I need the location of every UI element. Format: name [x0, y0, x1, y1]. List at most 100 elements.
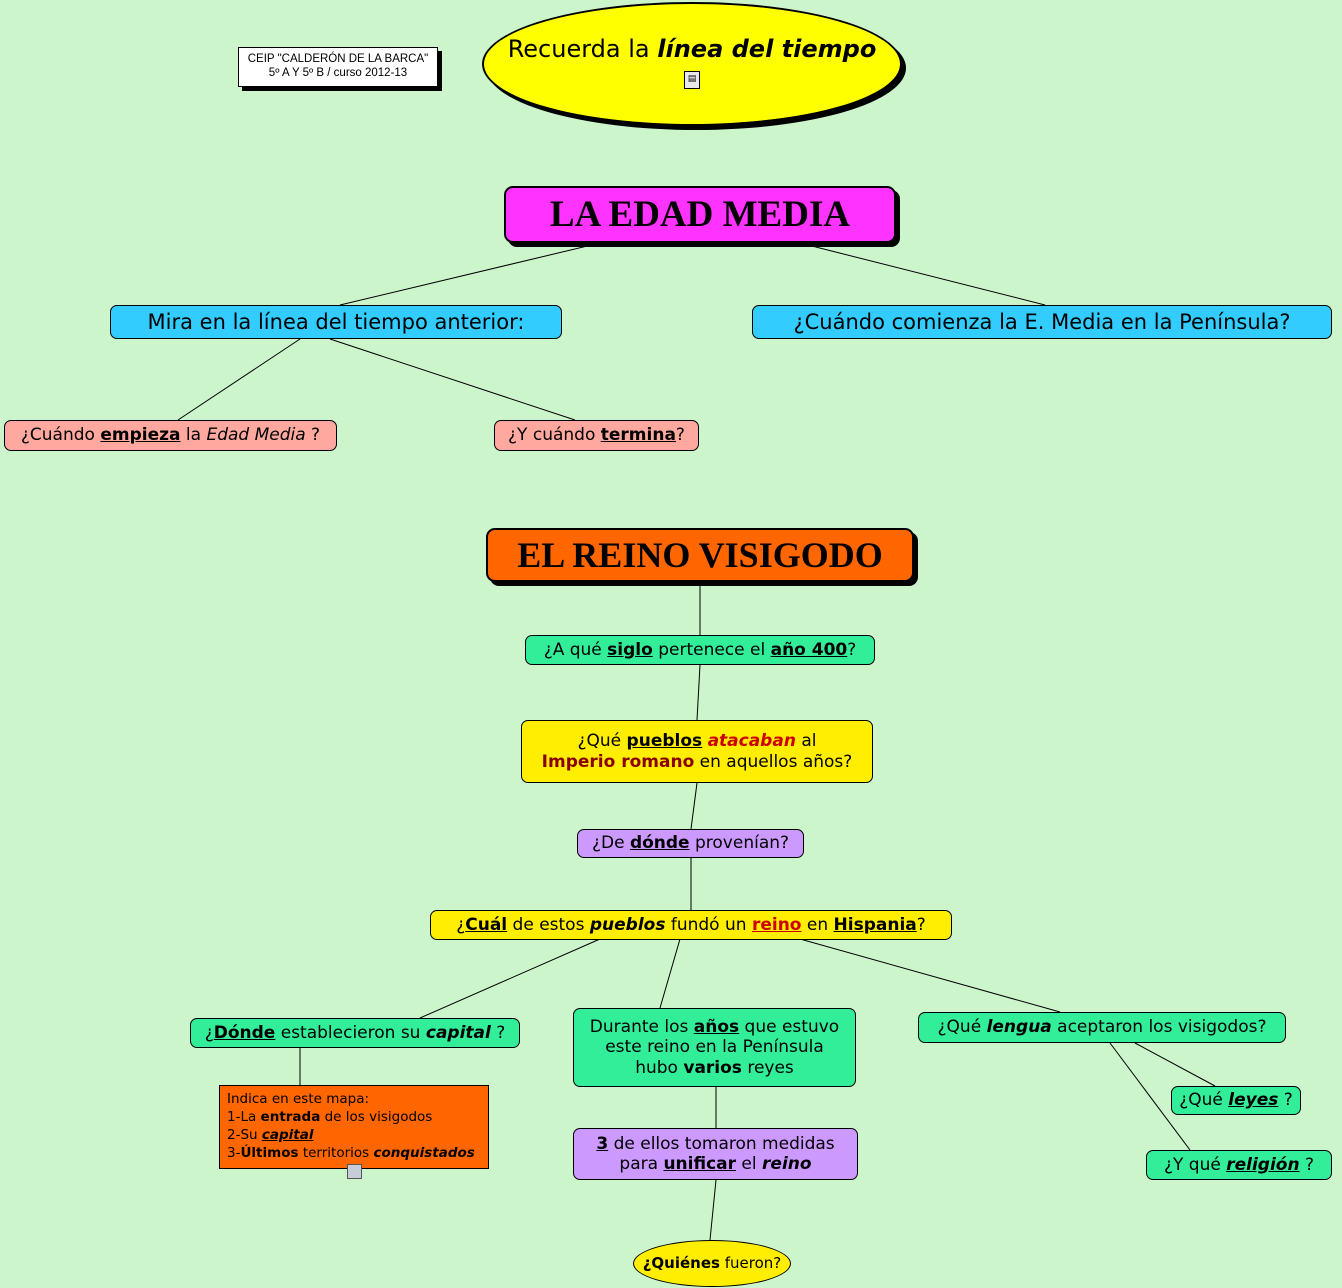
qr-p2: religión [1226, 1154, 1300, 1175]
node-que-leyes[interactable]: ¿Qué leyes ? [1171, 1086, 1301, 1115]
node-el-reino-visigodo[interactable]: EL REINO VISIGODO [486, 528, 914, 582]
pa-l1p1: ¿Qué [577, 731, 627, 752]
school-credit-box: CEIP "CALDERÓN DE LA BARCA" 5º A Y 5º B … [238, 47, 438, 87]
dc-p1: ¿ [204, 1022, 214, 1043]
cp-p6: reino [751, 914, 802, 935]
tr-l1p2: de ellos tomaron medidas [608, 1133, 835, 1154]
node-cual-pueblos-label: ¿Cuál de estos pueblos fundó un reino en… [456, 915, 926, 935]
dd-p3: provenían? [689, 833, 790, 854]
ce-p1: ¿Cuándo [20, 425, 101, 446]
ce-p2: empieza [100, 425, 181, 446]
node-cuando-comienza-label: ¿Cuándo comienza la E. Media en la Penín… [793, 309, 1291, 334]
pueblos-line-1: ¿Qué pueblos atacaban al [578, 731, 817, 751]
pa-l1p3: atacaban [707, 731, 796, 752]
qf-p1: ¿Quiénes [642, 1253, 720, 1272]
im-l4p4: conquistados [373, 1144, 475, 1161]
node-mira-linea-label: Mira en la línea del tiempo anterior: [147, 309, 525, 334]
im-l3p1: 2-Su [227, 1126, 262, 1143]
s4-p4: año 400 [770, 639, 848, 660]
node-que-lengua-label: ¿Qué lengua aceptaron los visigodos? [938, 1017, 1267, 1037]
node-cual-pueblos-reino-hispania[interactable]: ¿Cuál de estos pueblos fundó un reino en… [430, 910, 952, 940]
da-l3p2: varios [683, 1057, 742, 1078]
node-recuerda-linea-tiempo[interactable]: Recuerda la línea del tiempo ▤ [482, 2, 902, 126]
tr-l2p1: para [619, 1154, 664, 1174]
indica-line-3: 2-Su capital [227, 1127, 481, 1145]
da-l1p2: años [693, 1017, 740, 1038]
cp-p8: Hispania [833, 914, 917, 935]
node-que-pueblos-atacaban[interactable]: ¿Qué pueblos atacaban al Imperio romano … [521, 720, 873, 783]
node-que-lengua-visigodos[interactable]: ¿Qué lengua aceptaron los visigodos? [918, 1012, 1286, 1043]
durante-line-2: este reino en la Península [605, 1037, 824, 1058]
node-quienes-fueron[interactable]: ¿Quiénes fueron? [633, 1240, 791, 1287]
node-cuando-empieza[interactable]: ¿Cuándo empieza la Edad Media ? [4, 420, 337, 451]
pa-l2p1: Imperio romano [541, 751, 695, 772]
ql-p3: aceptaron los visigodos? [1051, 1017, 1267, 1038]
node-cuando-empieza-label: ¿Cuándo empieza la Edad Media ? [21, 425, 320, 445]
qy-p2: leyes [1228, 1090, 1279, 1111]
credit-line-2: 5º A Y 5º B / curso 2012-13 [268, 67, 408, 80]
da-l1p3: que estuvo [739, 1017, 840, 1038]
qr-p3: ? [1299, 1154, 1315, 1175]
node-indica-en-este-mapa[interactable]: Indica en este mapa: 1-La entrada de los… [219, 1085, 489, 1180]
image-icon[interactable] [227, 1164, 481, 1182]
node-y-cuando-termina[interactable]: ¿Y cuándo termina? [494, 420, 699, 451]
cp-p2: Cuál [465, 914, 508, 935]
im-l3p2: capital [261, 1126, 314, 1143]
node-cuando-comienza-peninsula[interactable]: ¿Cuándo comienza la E. Media en la Penín… [752, 305, 1332, 339]
cp-p1: ¿ [456, 914, 466, 935]
qf-p2: fueron? [719, 1253, 782, 1272]
tr-l2p3: el [736, 1154, 763, 1174]
dc-p4: capital [425, 1022, 491, 1043]
qy-p1: ¿Qué [1179, 1090, 1229, 1111]
cp-p4: pueblos [589, 914, 666, 935]
da-l1p1: Durante los [589, 1017, 694, 1038]
s4-p5: ? [847, 639, 857, 660]
im-l2p1: 1-La [227, 1108, 261, 1125]
node-de-donde-provenian[interactable]: ¿De dónde provenían? [577, 829, 804, 858]
credit-line-1: CEIP "CALDERÓN DE LA BARCA" [247, 53, 429, 65]
cp-p3: de estos [507, 914, 590, 935]
node-la-edad-media[interactable]: LA EDAD MEDIA [504, 186, 896, 243]
da-l3p1: hubo [635, 1057, 684, 1078]
s4-p1: ¿A qué [543, 639, 608, 660]
yct-p3: ? [675, 425, 685, 446]
yct-p2: termina [600, 425, 676, 446]
tres-line-1: 3 de ellos tomaron medidas [596, 1134, 834, 1154]
node-donde-capital-label: ¿Dónde establecieron su capital ? [205, 1023, 506, 1043]
node-donde-establecieron-capital[interactable]: ¿Dónde establecieron su capital ? [190, 1018, 520, 1048]
node-mira-linea-tiempo[interactable]: Mira en la línea del tiempo anterior: [110, 305, 562, 339]
recuerda-emphasis: línea del tiempo [657, 34, 877, 63]
document-icon[interactable]: ▤ [684, 65, 700, 93]
s4-p2: siglo [607, 639, 653, 660]
im-l2p2: entrada [260, 1108, 321, 1125]
durante-line-3: hubo varios reyes [635, 1058, 794, 1078]
node-la-edad-media-label: LA EDAD MEDIA [549, 193, 851, 235]
node-tres-reyes-unificar[interactable]: 3 de ellos tomaron medidas para unificar… [573, 1128, 858, 1180]
indica-line-4: 3-Últimos territorios conquistados [227, 1145, 481, 1163]
yct-p1: ¿Y cuándo [508, 425, 601, 446]
node-que-leyes-label: ¿Qué leyes ? [1179, 1090, 1293, 1110]
node-a-que-siglo-label: ¿A qué siglo pertenece el año 400? [544, 640, 857, 660]
qy-p3: ? [1278, 1090, 1293, 1111]
node-durante-los-anos-reyes[interactable]: Durante los años que estuvo este reino e… [573, 1008, 856, 1087]
tr-l2p4: reino [762, 1154, 812, 1174]
s4-p3: pertenece el [652, 639, 771, 660]
node-y-cuando-termina-label: ¿Y cuándo termina? [508, 425, 685, 445]
node-y-que-religion[interactable]: ¿Y qué religión ? [1146, 1150, 1332, 1180]
qr-p1: ¿Y qué [1163, 1154, 1227, 1175]
dc-p5: ? [490, 1022, 506, 1043]
cp-p7: en [801, 914, 834, 935]
cp-p5: fundó un [665, 914, 752, 935]
im-l2p3: de los visigodos [320, 1108, 433, 1125]
recuerda-prefix: Recuerda la [507, 34, 658, 63]
dd-p2: dónde [629, 833, 690, 854]
node-a-que-siglo[interactable]: ¿A qué siglo pertenece el año 400? [525, 635, 875, 665]
pa-l1p2: pueblos [626, 731, 703, 752]
pueblos-line-2: Imperio romano en aquellos años? [542, 752, 853, 772]
im-l4p1: 3- [227, 1144, 241, 1161]
pa-l2p2: en aquellos años? [694, 751, 853, 772]
tres-line-2: para unificar el reino [619, 1154, 811, 1174]
pa-l1p4: al [795, 731, 817, 752]
dc-p3: establecieron su [275, 1022, 426, 1043]
